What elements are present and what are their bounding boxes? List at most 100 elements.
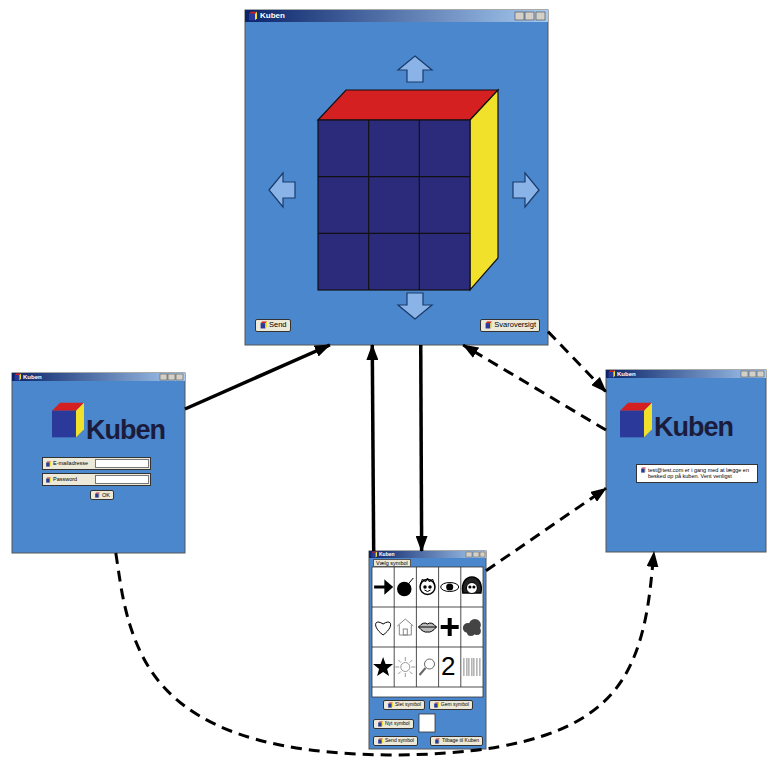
input-field: Password: [42, 473, 151, 486]
button: Svaroversigt: [480, 319, 540, 332]
button-icon: [435, 738, 440, 743]
main-window: [245, 10, 548, 345]
login-window: [168, 374, 175, 380]
symbol-window: [466, 552, 485, 557]
direction-arrow: [269, 56, 539, 319]
wait-window: [609, 371, 615, 378]
input-box: [95, 459, 149, 468]
button-icon: [259, 321, 267, 329]
symbol-icons: [467, 628, 475, 636]
symbol-window: [371, 551, 377, 557]
symbol-icons: [469, 586, 471, 588]
button-label: OK: [102, 492, 110, 498]
button-icon: [434, 738, 440, 744]
main-window: [536, 12, 545, 20]
symbol-window: [473, 552, 479, 557]
wait-window: [741, 371, 764, 377]
symbol-icons: [441, 625, 459, 629]
button-icon: [46, 461, 51, 466]
symbol-icons: [441, 583, 459, 592]
logo-text: Kuben: [86, 417, 165, 444]
window-title: Kuben: [379, 552, 395, 557]
button-label: E-mailadresse: [53, 460, 93, 466]
symbol-icons: [420, 580, 435, 595]
button-icon: [377, 721, 383, 727]
button: OK: [90, 490, 114, 500]
input-box: [95, 475, 149, 484]
button-icon: [261, 322, 267, 329]
button-icon: [640, 467, 646, 473]
symbol-icons: [425, 590, 431, 592]
button-icon: [45, 477, 51, 483]
symbol-icons: [373, 657, 393, 676]
flow-arrow: [419, 345, 423, 551]
button-icon: [45, 461, 51, 467]
button: Slet symbol: [383, 700, 425, 710]
direction-arrow: [269, 173, 295, 207]
login-window: [160, 374, 183, 380]
button-label: Send symbol: [385, 738, 414, 744]
symbol-icons: [420, 578, 435, 595]
cube-drawing: [318, 90, 498, 120]
button: Gem symbol: [429, 700, 473, 710]
wait-window: [757, 371, 764, 377]
window-title: Kuben: [617, 371, 636, 377]
direction-arrow: [513, 173, 539, 207]
symbol-icons: [374, 581, 392, 593]
main-window: [515, 12, 524, 20]
symbol-icons: [373, 577, 481, 677]
dashed-arrow: [548, 332, 606, 392]
button-icon: [486, 322, 492, 329]
wait-window: [606, 370, 766, 552]
flow-arrow: [372, 345, 373, 551]
main-window: [525, 12, 534, 20]
button-icon: [377, 738, 383, 744]
direction-arrow: [398, 293, 432, 319]
symbol-icons: [398, 583, 411, 596]
symbol-icons: [419, 623, 437, 632]
button-icon: [378, 738, 383, 743]
symbol-window: [369, 551, 486, 558]
wait-window: [741, 371, 748, 377]
logo-icon: [52, 403, 84, 438]
app-window: Slet symbolGem symbolNyt symbolSend symb…: [369, 551, 486, 749]
wait-window: [749, 371, 756, 377]
symbol-icons: [373, 657, 393, 676]
button-icon: [388, 702, 393, 707]
app-window: SendSvaroversigtKuben: [245, 10, 548, 345]
symbol-icons: [408, 578, 413, 584]
symbol-icons: [401, 663, 410, 672]
symbol-window: [480, 552, 485, 557]
login-window: [12, 373, 185, 553]
symbol-preview: [419, 714, 435, 732]
button-icon: [387, 702, 393, 708]
dashed-arrow: [463, 345, 606, 430]
button-label: Password: [53, 476, 93, 482]
symbol-icons: [376, 622, 391, 635]
flow-arrow: [185, 345, 330, 409]
login-window: [15, 374, 21, 381]
button-label: Tilbage til Kuben: [442, 738, 479, 744]
button-icon: [433, 702, 439, 708]
symbol-number: 2: [441, 653, 455, 679]
app-window: E-mailadressePasswordOKKubenKuben: [12, 373, 185, 553]
wait-window: [606, 370, 766, 552]
symbol-grid-lines: [372, 567, 483, 687]
symbol-icons: [420, 668, 426, 675]
symbol-window: [369, 551, 486, 749]
dashed-arrow: [116, 552, 654, 755]
button-label: Send: [269, 321, 287, 330]
dashed-arrow: [486, 488, 606, 571]
button-label: Gem symbol: [441, 702, 469, 708]
symbol-icons: [403, 629, 407, 635]
login-window: [12, 373, 185, 381]
button: Tilbage til Kuben: [430, 736, 483, 746]
cube-drawing: [318, 90, 498, 290]
header-text: Vælg symbol: [373, 559, 411, 567]
symbol-icons: [462, 577, 481, 593]
direction-arrow: [398, 56, 432, 82]
button-label: Svaroversigt: [494, 321, 536, 330]
logo-icon: [620, 403, 652, 438]
